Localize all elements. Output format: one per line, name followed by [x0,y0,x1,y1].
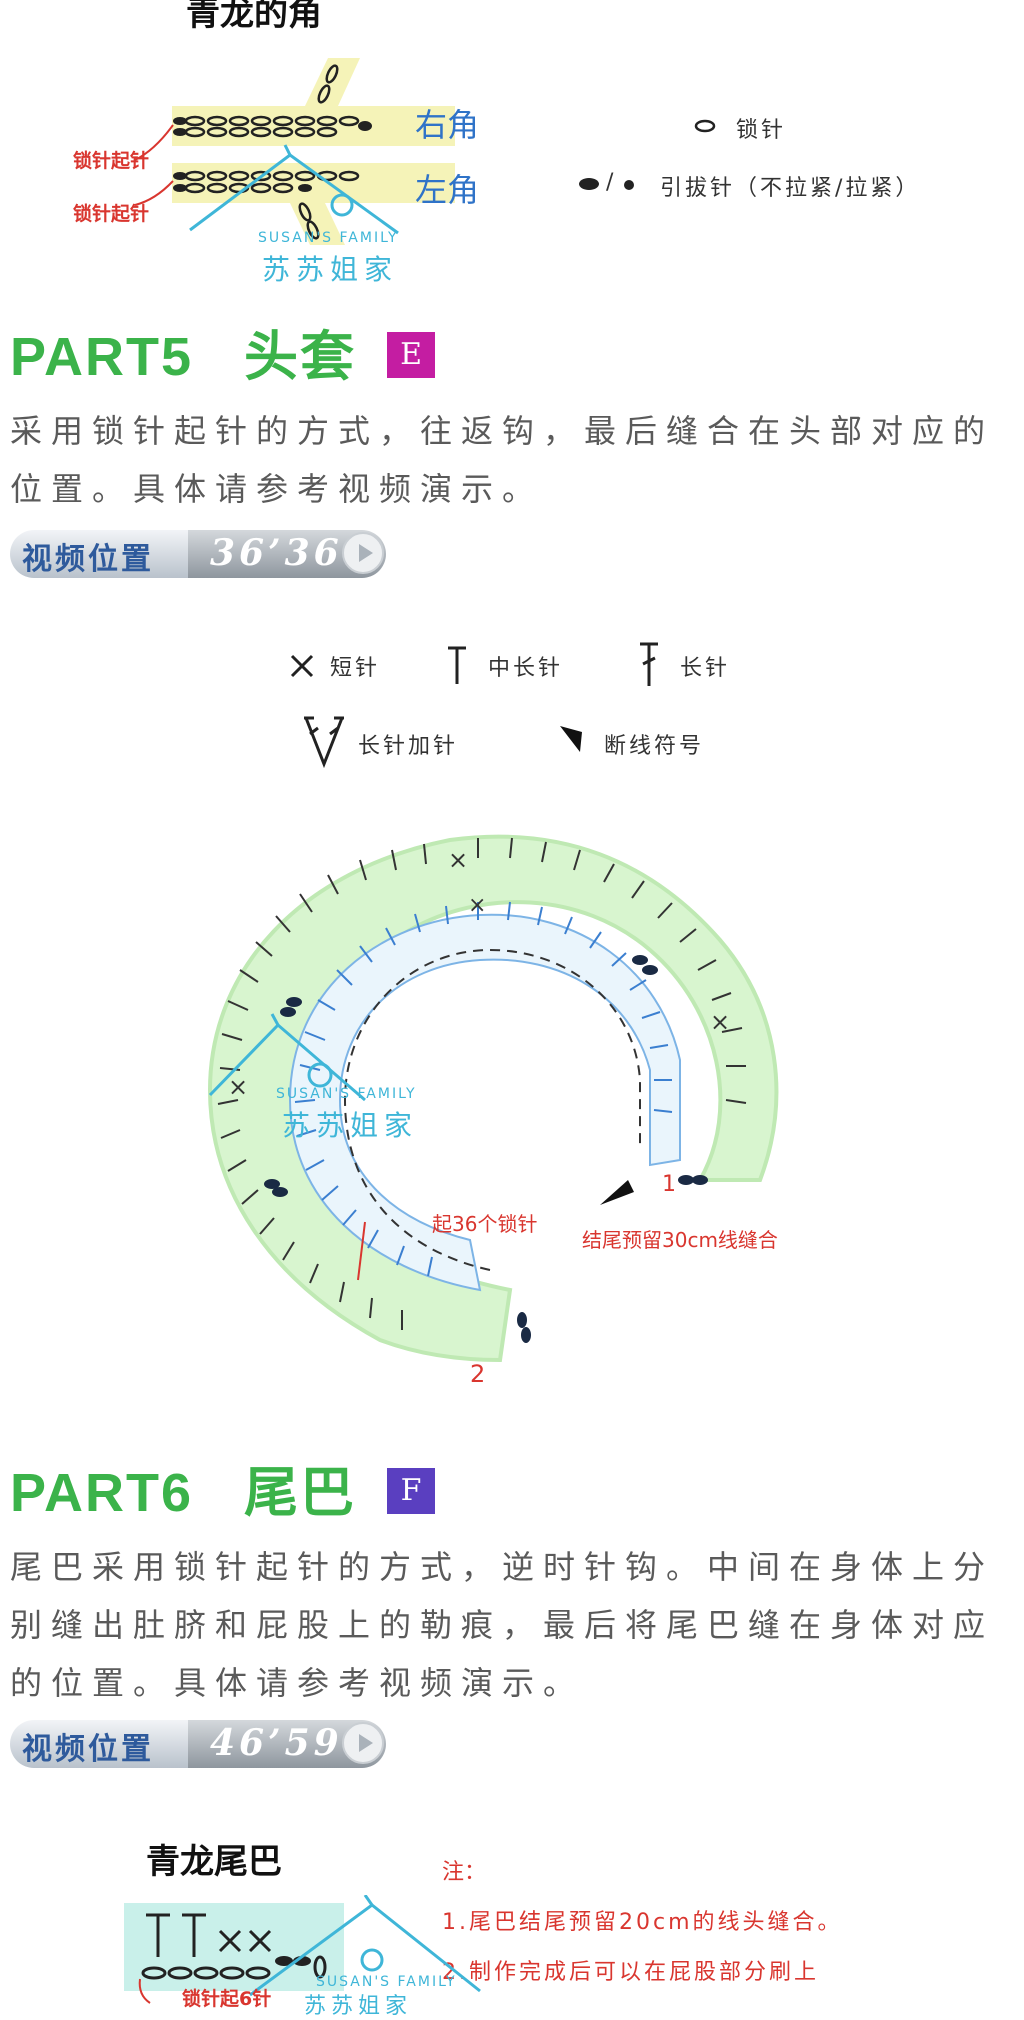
part5-badge: E [387,331,436,378]
svg-text:×: × [228,1073,248,1101]
part5-description: 采用锁针起针的方式，往返钩，最后缝合在头部对应的位置。具体请参考视频演示。 [10,412,995,508]
slip-stitch-tight-icon [624,180,634,190]
part5-video-label: 视频位置 [22,542,154,577]
legend-slip-separator: / [606,170,617,195]
play-icon[interactable] [342,532,384,574]
svg-text:×: × [468,893,486,918]
part6-subtitle: 尾巴 [244,1461,357,1524]
hood-crochet-chart: × × × × [207,834,779,1363]
tail-watermark-cn: 苏苏姐家 [304,1994,413,2019]
half-double-crochet-icon [448,646,466,684]
horn-watermark-cn: 苏苏姐家 [262,253,399,286]
double-crochet-icon [640,642,658,686]
tail-title: 青龙尾巴 [146,1842,282,1882]
chart-watermark-en: SUSAN'S FAMILY [276,1086,417,1102]
horn-watermark-en: SUSAN'S FAMILY [258,230,399,246]
tail-note-title: 注： [442,1860,487,1885]
tail-start-label: 锁针起6针 [182,1988,272,2010]
part6-title: PART6 [10,1463,194,1523]
part6-description: 尾巴采用锁针起针的方式，逆时针钩。中间在身体上分别缝出肚脐和屁股上的勒痕，最后将… [10,1548,995,1702]
part6-video-time: 46’59” [210,1722,368,1764]
part6-video-label: 视频位置 [22,1732,154,1767]
chart-watermark-cn: 苏苏姐家 [282,1109,419,1142]
cut-yarn-icon [560,726,582,752]
part5-subtitle: 头套 [244,325,357,388]
tail-watermark-en: SUSAN'S FAMILY [316,1974,457,1990]
legend-dc-inc-label: 长针加针 [358,734,459,759]
double-crochet-increase-icon [304,716,344,768]
single-crochet-icon [290,654,314,678]
part6-heading: PART6 尾巴 F [10,1448,436,1527]
chart-start-note: 起36个锁针 [432,1212,538,1236]
legend-dc-label: 长针 [680,656,731,681]
svg-text:×: × [448,846,468,874]
horn-label-right: 右角 [415,106,480,144]
play-icon[interactable] [342,1722,384,1764]
part5-heading: PART5 头套 E [10,312,436,391]
horn-label-left: 左角 [415,171,480,209]
horn-start-label-2: 锁针起针 [73,203,150,225]
legend-hdc-label: 中长针 [488,656,564,681]
slip-stitch-loose-icon [579,178,599,190]
chain-stitch-icon [694,119,716,133]
horn-title: 青龙的角 [186,0,322,34]
part5-title: PART5 [10,327,194,387]
part6-badge: F [387,1467,436,1514]
chart-end-note: 结尾预留30cm线缝合 [582,1228,778,1252]
chart-mark-2: 2 [470,1360,486,1388]
legend-sc-label: 短针 [330,656,381,681]
legend-slip-label: 引拔针（不拉紧/拉紧） [660,176,921,201]
tail-diagram [124,1895,481,2004]
part5-video-time: 36’36” [210,532,368,574]
horn-diagram [134,58,455,245]
part5-video-position-button[interactable]: 视频位置 36’36” [10,530,386,578]
chart-mark-1: 1 [662,1172,676,1197]
tail-note-1: 1.尾巴结尾预留20cm的线头缝合。 [442,1910,843,1935]
svg-text:×: × [710,1008,730,1036]
legend-cut-label: 断线符号 [604,734,705,759]
legend-chain-label: 锁针 [736,118,787,143]
part6-video-position-button[interactable]: 视频位置 46’59” [10,1720,386,1768]
tail-note-2: 2.制作完成后可以在屁股部分刷上 [442,1960,819,1985]
horn-start-label-1: 锁针起针 [73,150,150,172]
